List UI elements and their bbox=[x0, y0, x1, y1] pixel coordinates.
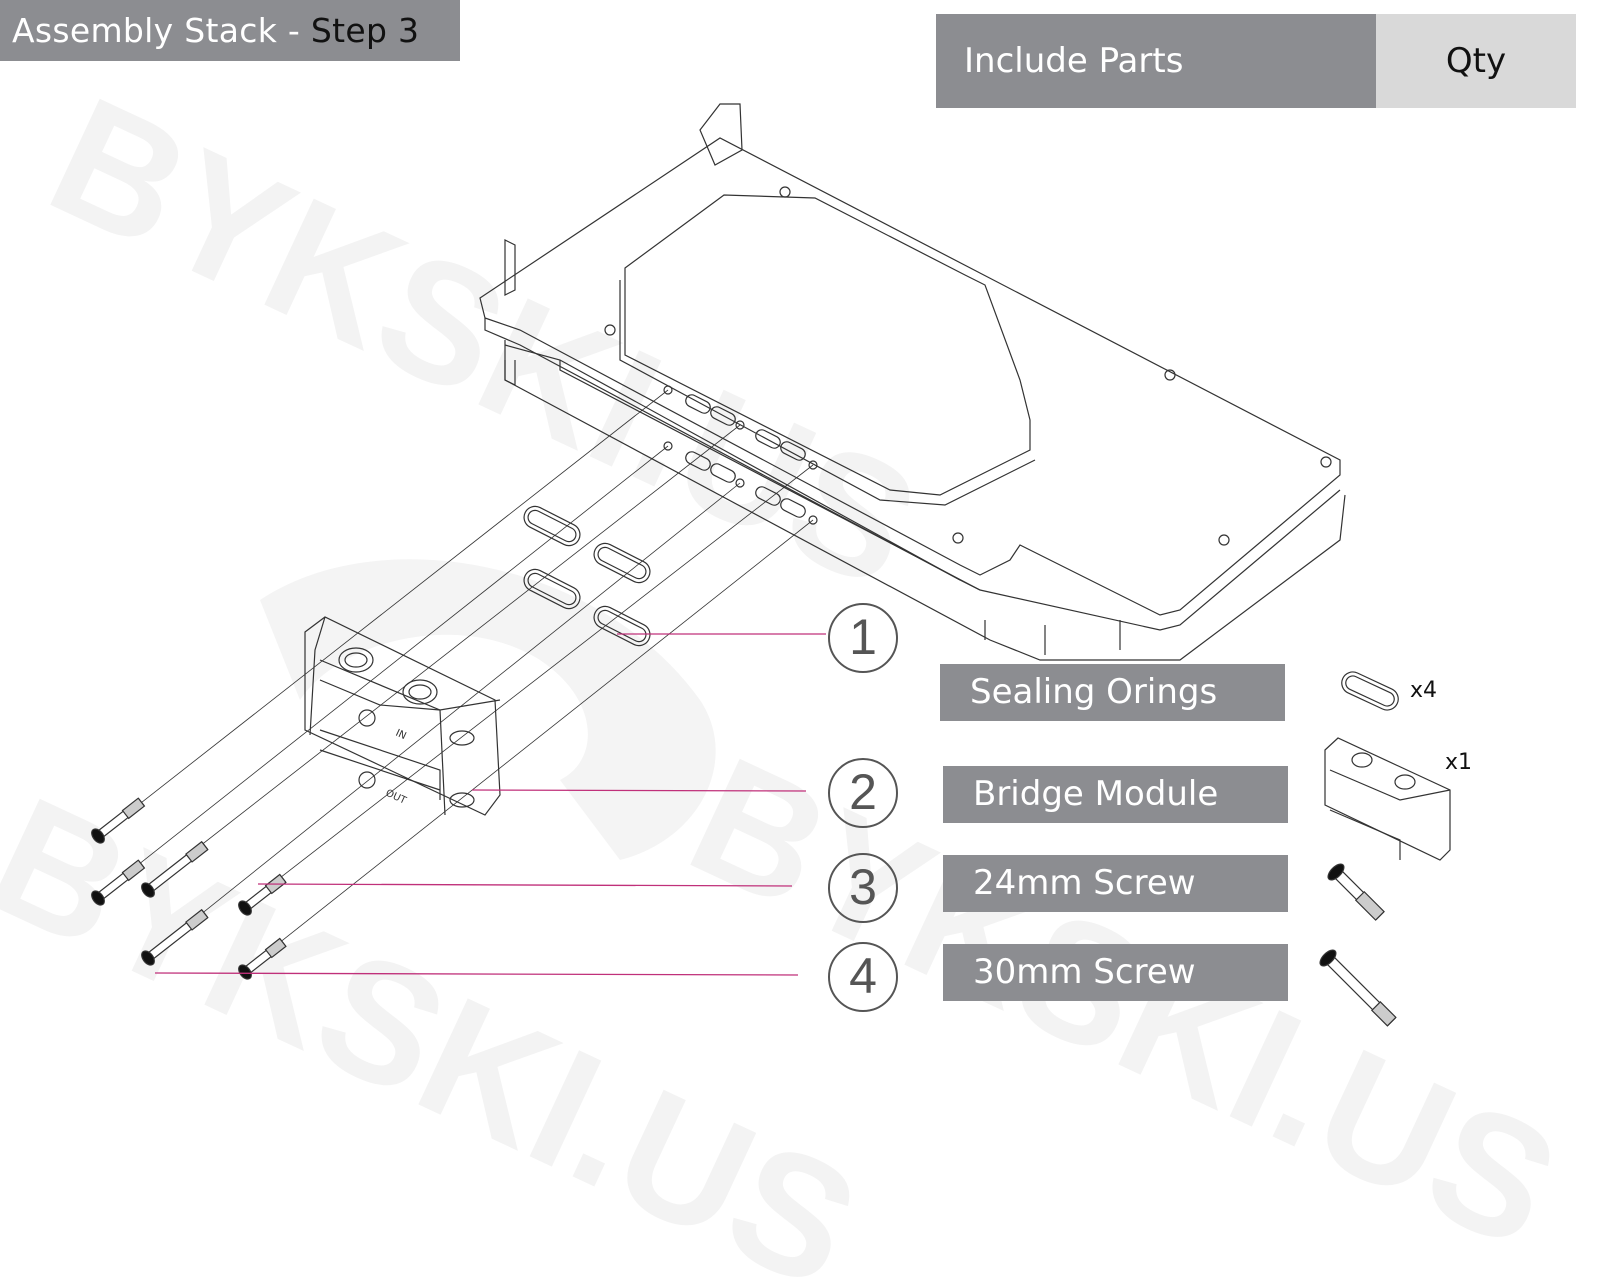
bridge-out-marking: OUT bbox=[384, 788, 409, 807]
qty-header: Qty bbox=[1376, 14, 1576, 108]
screw-24mm-icon bbox=[1327, 863, 1385, 921]
callout-1: 1 bbox=[828, 603, 898, 673]
screw-24mm bbox=[238, 937, 287, 980]
screw-30mm bbox=[91, 797, 146, 844]
leader-line-2 bbox=[471, 789, 807, 792]
parts-table-header: Include Parts Qty bbox=[936, 14, 1576, 108]
qty-bridge-module: x1 bbox=[1445, 750, 1473, 775]
orings-exploded bbox=[523, 505, 651, 647]
step-title: Assembly Stack - Step 3 bbox=[0, 0, 460, 61]
include-parts-header: Include Parts bbox=[936, 14, 1376, 108]
bridge-module: IN OUT bbox=[304, 616, 501, 816]
qty-sealing-orings: x4 bbox=[1410, 678, 1438, 703]
oring-icon bbox=[1341, 671, 1399, 711]
callout-2: 2 bbox=[828, 758, 898, 828]
leader-lines bbox=[154, 633, 826, 976]
part-label-sealing-orings: Sealing Orings bbox=[940, 664, 1285, 721]
alignment-lines bbox=[99, 389, 814, 971]
step-title-prefix: Assembly Stack - bbox=[12, 11, 311, 50]
screw-30mm bbox=[141, 908, 209, 966]
gpu-card bbox=[479, 103, 1346, 661]
bridge-in-marking: IN bbox=[394, 728, 408, 742]
callout-4: 4 bbox=[828, 942, 898, 1012]
leader-line-4 bbox=[154, 972, 799, 976]
step-number: Step 3 bbox=[310, 11, 420, 50]
bridge-module-icon bbox=[1324, 737, 1451, 861]
screw-30mm-icon bbox=[1319, 949, 1397, 1027]
part-label-24mm-screw: 24mm Screw bbox=[943, 855, 1288, 912]
screws-exploded bbox=[91, 797, 287, 980]
leader-line-3 bbox=[257, 883, 793, 887]
screw-30mm bbox=[141, 840, 209, 898]
screw-24mm bbox=[238, 873, 287, 916]
part-label-30mm-screw: 30mm Screw bbox=[943, 944, 1288, 1001]
screw-30mm bbox=[91, 859, 146, 906]
part-label-bridge-module: Bridge Module bbox=[943, 766, 1288, 823]
callout-3: 3 bbox=[828, 853, 898, 923]
